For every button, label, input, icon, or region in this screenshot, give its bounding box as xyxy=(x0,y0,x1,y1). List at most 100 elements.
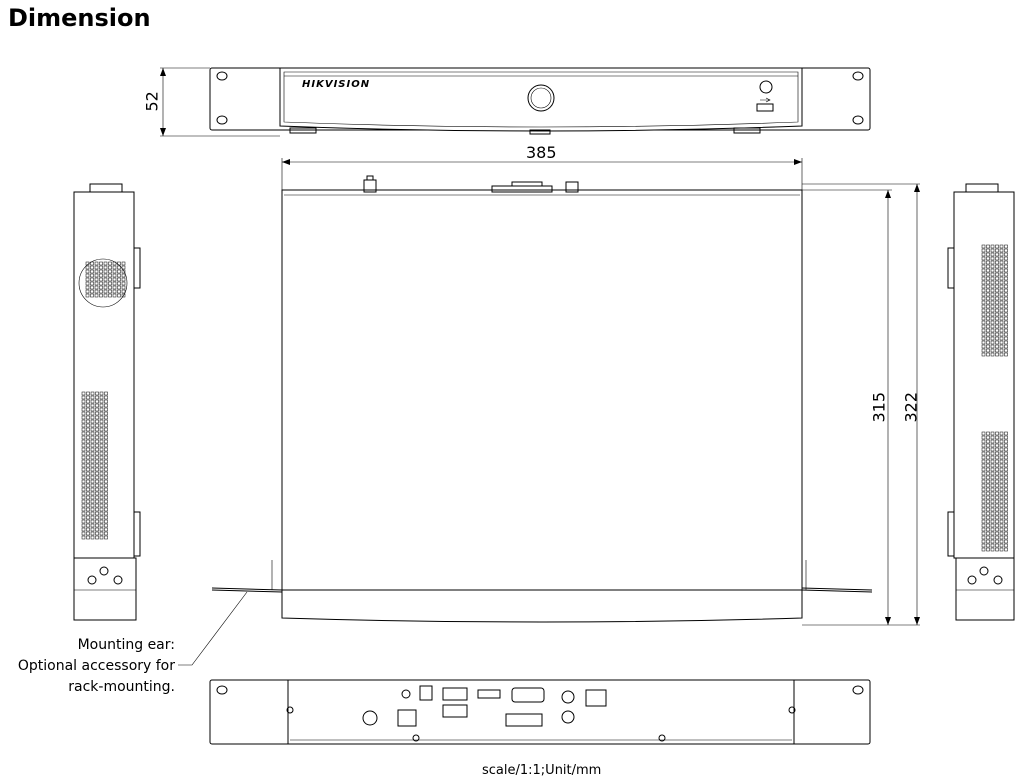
vent-hole xyxy=(121,293,126,298)
vent-hole xyxy=(999,248,1004,253)
vent-hole xyxy=(981,479,986,484)
vent-hole xyxy=(986,439,990,444)
vent-hole xyxy=(81,471,86,476)
vent-hole xyxy=(986,280,990,285)
vent-hole xyxy=(990,336,995,341)
vent-hole xyxy=(99,527,104,532)
vent-hole xyxy=(981,244,986,249)
vent-hole xyxy=(981,523,986,528)
vent-hole xyxy=(81,419,86,424)
vent-hole xyxy=(86,531,90,536)
vent-hole xyxy=(1004,284,1008,289)
vent-hole xyxy=(95,451,99,456)
vent-hole xyxy=(90,285,94,290)
vent-hole xyxy=(112,289,117,294)
vent-hole xyxy=(85,281,90,286)
vent-hole xyxy=(990,515,995,520)
vent-hole xyxy=(999,431,1004,436)
vent-hole xyxy=(104,403,108,408)
vent-hole xyxy=(999,499,1004,504)
vent-hole xyxy=(999,455,1004,460)
vent-hole xyxy=(112,277,117,282)
vent-hole xyxy=(986,527,990,532)
vent-hole xyxy=(990,260,995,265)
vent-hole xyxy=(1004,344,1008,349)
vent-hole xyxy=(981,487,986,492)
vent-hole xyxy=(81,499,86,504)
vent-hole xyxy=(995,268,999,273)
vent-hole xyxy=(104,499,108,504)
vent-hole xyxy=(981,471,986,476)
vent-hole xyxy=(981,300,986,305)
vent-hole xyxy=(986,252,990,257)
vent-hole xyxy=(90,515,95,520)
vent-hole xyxy=(999,519,1004,524)
vent-hole xyxy=(81,423,86,428)
vent-hole xyxy=(986,451,990,456)
vent-hole xyxy=(999,324,1004,329)
vent-hole xyxy=(981,252,986,257)
vent-hole xyxy=(999,527,1004,532)
vent-hole xyxy=(90,403,95,408)
vent-hole xyxy=(999,451,1004,456)
vent-hole xyxy=(981,531,986,536)
vent-hole xyxy=(112,261,117,266)
vent-hole xyxy=(986,296,990,301)
vent-hole xyxy=(90,411,95,416)
vent-hole xyxy=(104,419,108,424)
vent-hole xyxy=(999,344,1004,349)
vent-hole xyxy=(90,281,94,286)
vent-hole xyxy=(995,252,999,257)
note-line-1: Mounting ear: xyxy=(77,637,175,653)
vent-hole xyxy=(995,292,999,297)
vent-hole xyxy=(990,352,995,357)
vent-hole xyxy=(990,296,995,301)
vent-hole xyxy=(103,261,108,266)
vent-hole xyxy=(995,248,999,253)
vent-hole xyxy=(986,344,990,349)
vent-hole xyxy=(104,399,108,404)
lan-port-icon xyxy=(442,687,468,701)
vent-hole xyxy=(999,523,1004,528)
vent-hole xyxy=(986,511,990,516)
vent-hole xyxy=(999,284,1004,289)
vent-hole xyxy=(981,352,986,357)
vent-hole xyxy=(981,248,986,253)
vent-hole xyxy=(86,439,90,444)
vent-hole xyxy=(95,411,99,416)
vent-hole xyxy=(1004,328,1008,333)
vent-hole xyxy=(99,495,104,500)
vent-hole xyxy=(90,399,95,404)
vent-hole xyxy=(86,519,90,524)
vent-hole xyxy=(981,483,986,488)
vent-hole xyxy=(981,316,986,321)
vent-hole xyxy=(986,264,990,269)
vent-hole xyxy=(104,503,108,508)
vent-hole xyxy=(981,264,986,269)
vent-hole xyxy=(121,285,126,290)
vent-hole xyxy=(85,289,90,294)
vent-hole xyxy=(990,316,995,321)
vent-hole xyxy=(95,519,99,524)
vent-hole xyxy=(990,507,995,512)
vent-hole xyxy=(104,391,108,396)
vent-hole xyxy=(95,511,99,516)
vent-hole xyxy=(86,483,90,488)
vent-hole xyxy=(99,499,104,504)
vent-hole xyxy=(104,395,108,400)
vent-hole xyxy=(981,276,986,281)
vent-hole xyxy=(995,499,999,504)
vent-hole xyxy=(95,503,99,508)
vent-hole xyxy=(995,288,999,293)
vent-hole xyxy=(90,273,94,278)
vent-hole xyxy=(986,320,990,325)
vent-hole xyxy=(1004,471,1008,476)
vent-hole xyxy=(86,399,90,404)
vent-hole xyxy=(981,292,986,297)
vent-hole xyxy=(99,273,103,278)
vent-hole xyxy=(99,467,104,472)
vent-hole xyxy=(999,348,1004,353)
vent-hole xyxy=(90,535,95,540)
vent-hole xyxy=(986,495,990,500)
vent-hole xyxy=(981,451,986,456)
